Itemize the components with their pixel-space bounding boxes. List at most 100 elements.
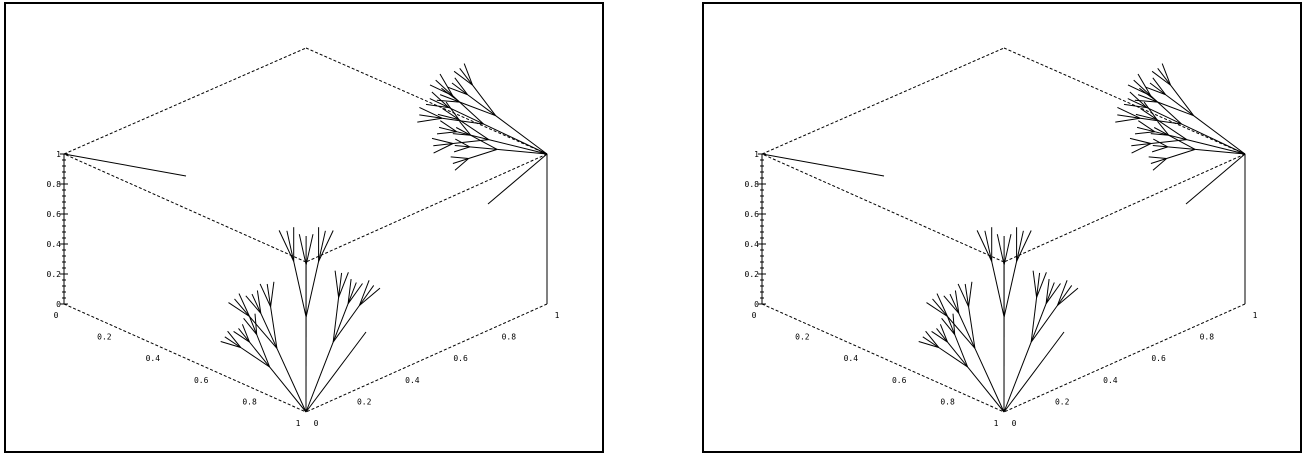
vector-glyph-top-right xyxy=(459,120,472,136)
vector-glyph-top-right xyxy=(445,101,460,120)
left-floor-tick-label: 0.2 xyxy=(97,333,112,342)
vector-glyph-bottom xyxy=(249,316,258,335)
vector-glyph-top-right xyxy=(1193,115,1246,155)
left-floor-tick-label: 0.8 xyxy=(940,397,955,406)
z-axis-tick-label: 0 xyxy=(754,300,759,309)
vector-glyph-bottom xyxy=(1003,261,1018,318)
vector-glyph-bottom xyxy=(943,295,960,314)
trajectory-segment xyxy=(1185,153,1246,205)
vector-glyph-bottom xyxy=(298,234,307,265)
vector-glyph-top-right xyxy=(437,113,460,121)
vector-glyph-bottom xyxy=(947,316,956,335)
vector-glyph-top-right xyxy=(1117,106,1141,119)
vector-glyph-top-right xyxy=(1150,133,1169,136)
vector-glyph-top-right xyxy=(447,86,468,96)
vector-glyph-bottom xyxy=(1057,287,1079,306)
vector-glyph-bottom xyxy=(249,316,278,349)
vector-glyph-bottom xyxy=(305,341,334,413)
right-floor-tick-label: 1 xyxy=(555,311,560,320)
vector-glyph-top-right xyxy=(1131,143,1152,154)
vector-glyph-top-right xyxy=(425,103,449,109)
vector-glyph-bottom xyxy=(932,298,948,317)
vector-glyph-top-right xyxy=(1134,131,1155,135)
vector-glyph-bottom xyxy=(947,341,968,368)
vector-glyph-top-right xyxy=(1157,101,1194,117)
vector-glyph-top-right xyxy=(459,67,473,86)
vector-glyph-bottom xyxy=(1030,305,1058,343)
vector-glyph-top-right xyxy=(1151,146,1168,153)
vector-glyph-bottom xyxy=(256,290,262,314)
vector-glyph-top-right xyxy=(442,117,484,125)
z-axis-tick-label: 1 xyxy=(754,150,759,159)
vector-glyph-top-right xyxy=(455,138,471,148)
vector-glyph-bottom xyxy=(286,230,295,262)
vector-glyph-top-right xyxy=(1146,107,1182,125)
vector-glyph-bottom xyxy=(949,293,960,314)
vector-glyph-top-right xyxy=(436,131,457,135)
vector-glyph-bottom xyxy=(968,281,973,307)
vector-glyph-bottom xyxy=(245,295,262,314)
vector-glyph-top-right xyxy=(1115,117,1141,123)
z-axis-tick-label: 0.4 xyxy=(47,240,62,249)
vector-glyph-top-right xyxy=(1157,120,1170,136)
vector-glyph-bottom xyxy=(947,316,976,349)
vector-glyph-top-right xyxy=(1166,148,1196,159)
right-floor-tick-label: 0.8 xyxy=(1200,333,1215,342)
vector-glyph-top-right xyxy=(1152,77,1166,95)
vector-glyph-bottom xyxy=(347,283,363,304)
vector-glyph-top-right xyxy=(419,106,443,119)
vector-glyph-bottom xyxy=(259,283,272,308)
vector-glyph-bottom xyxy=(238,328,250,343)
vector-glyph-bottom xyxy=(347,282,357,304)
vector-glyph-top-right xyxy=(1129,137,1152,144)
vector-glyph-top-right xyxy=(1137,94,1158,103)
z-axis-tick-label: 0 xyxy=(56,300,61,309)
z-axis-tick-label: 0.6 xyxy=(47,210,62,219)
vector-glyph-bottom xyxy=(233,330,250,343)
vector-glyph-top-right xyxy=(1127,98,1148,109)
vector-glyph-bottom xyxy=(293,261,307,318)
vector-glyph-bottom xyxy=(228,302,250,317)
vector-glyph-bottom xyxy=(269,366,307,413)
vector-glyph-top-right xyxy=(469,146,498,150)
vector-glyph-bottom xyxy=(249,341,270,368)
floor-axis-right xyxy=(305,303,548,413)
left-floor-tick-label: 1 xyxy=(296,419,301,428)
trajectory-segment xyxy=(761,153,885,177)
vector-glyph-top-right xyxy=(1167,146,1196,150)
vector-glyph-top-right xyxy=(435,79,454,97)
vector-glyph-bottom xyxy=(270,306,278,349)
vector-glyph-bottom xyxy=(991,261,1005,318)
vector-glyph-bottom xyxy=(1030,297,1038,343)
vector-glyph-bottom xyxy=(305,234,314,265)
vector-glyph-top-right xyxy=(1181,123,1246,155)
vector-glyph-top-right xyxy=(456,131,489,141)
vector-glyph-bottom xyxy=(240,347,270,368)
vector-glyph-bottom xyxy=(1036,272,1041,298)
floor-axis-left xyxy=(63,303,307,413)
vector-glyph-bottom xyxy=(967,366,1005,413)
vector-glyph-top-right xyxy=(495,115,548,155)
right-floor-tick-label: 0 xyxy=(1012,419,1017,428)
vector-glyph-bottom xyxy=(1036,272,1047,298)
right-floor-tick-label: 0.4 xyxy=(1103,376,1118,385)
vector-glyph-top-right xyxy=(467,94,496,117)
vector-glyph-top-right xyxy=(442,108,460,121)
vector-glyph-top-right xyxy=(1150,139,1187,144)
vector-glyph-top-right xyxy=(1152,158,1167,171)
trajectory-segment xyxy=(63,153,187,177)
box-edge-top-back-left xyxy=(761,47,1005,155)
vector-glyph-top-right xyxy=(1137,73,1152,96)
vector-glyph-bottom xyxy=(954,290,960,314)
vector-glyph-top-right xyxy=(1140,108,1158,121)
vector-glyph-top-right xyxy=(1139,87,1159,103)
vector-glyph-bottom xyxy=(941,317,956,335)
left-floor-tick-label: 0 xyxy=(54,311,59,320)
left-floor-tick-label: 1 xyxy=(994,419,999,428)
vector-glyph-top-right xyxy=(468,148,498,159)
left-floor-tick-label: 0.4 xyxy=(146,354,161,363)
vector-glyph-bottom xyxy=(305,261,320,318)
vector-glyph-bottom xyxy=(1045,283,1061,304)
